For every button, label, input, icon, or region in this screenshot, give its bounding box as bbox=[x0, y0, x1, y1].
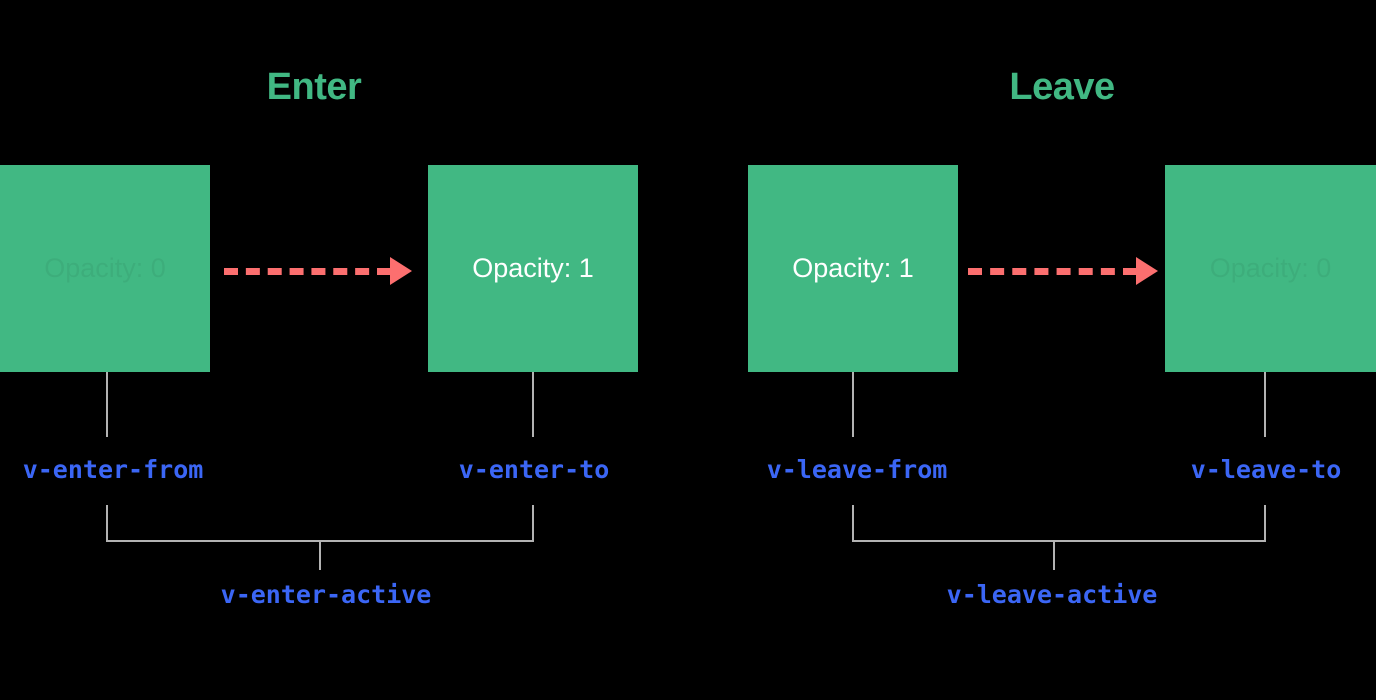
connector-stem-leave-from bbox=[852, 372, 854, 437]
class-label-v-enter-active: v-enter-active bbox=[220, 580, 432, 609]
class-label-v-leave-active: v-leave-active bbox=[946, 580, 1158, 609]
connector-stem-leave-to bbox=[1264, 372, 1266, 437]
connector-stem-enter-to bbox=[532, 372, 534, 437]
arrow-shaft bbox=[968, 267, 1137, 275]
bracket-stem-leave-active bbox=[1053, 542, 1055, 570]
class-label-v-enter-to: v-enter-to bbox=[458, 455, 610, 484]
bracket-stem-enter-active bbox=[319, 542, 321, 570]
state-box-label: Opacity: 0 bbox=[1209, 253, 1332, 283]
transition-arrow-leave bbox=[968, 257, 1158, 285]
state-box-label: Opacity: 0 bbox=[44, 253, 166, 283]
transition-arrow-enter bbox=[224, 257, 412, 285]
span-bracket-enter-active bbox=[106, 505, 534, 542]
span-bracket-leave-active bbox=[852, 505, 1266, 542]
arrow-head-icon bbox=[1136, 257, 1158, 285]
arrow-shaft bbox=[224, 267, 391, 275]
class-label-v-leave-to: v-leave-to bbox=[1190, 455, 1342, 484]
class-label-v-enter-from: v-enter-from bbox=[22, 455, 204, 484]
state-box-enter-to: Opacity: 1 bbox=[428, 165, 638, 372]
state-box-leave-to: Opacity: 0 bbox=[1165, 165, 1376, 372]
state-box-leave-from: Opacity: 1 bbox=[748, 165, 958, 372]
section-heading-enter: Enter bbox=[266, 66, 362, 108]
section-heading-leave: Leave bbox=[1009, 66, 1115, 108]
class-label-v-leave-from: v-leave-from bbox=[766, 455, 948, 484]
state-box-label: Opacity: 1 bbox=[472, 253, 594, 283]
connector-stem-enter-from bbox=[106, 372, 108, 437]
state-box-enter-from: Opacity: 0 bbox=[0, 165, 210, 372]
state-box-label: Opacity: 1 bbox=[792, 253, 914, 283]
arrow-head-icon bbox=[390, 257, 412, 285]
